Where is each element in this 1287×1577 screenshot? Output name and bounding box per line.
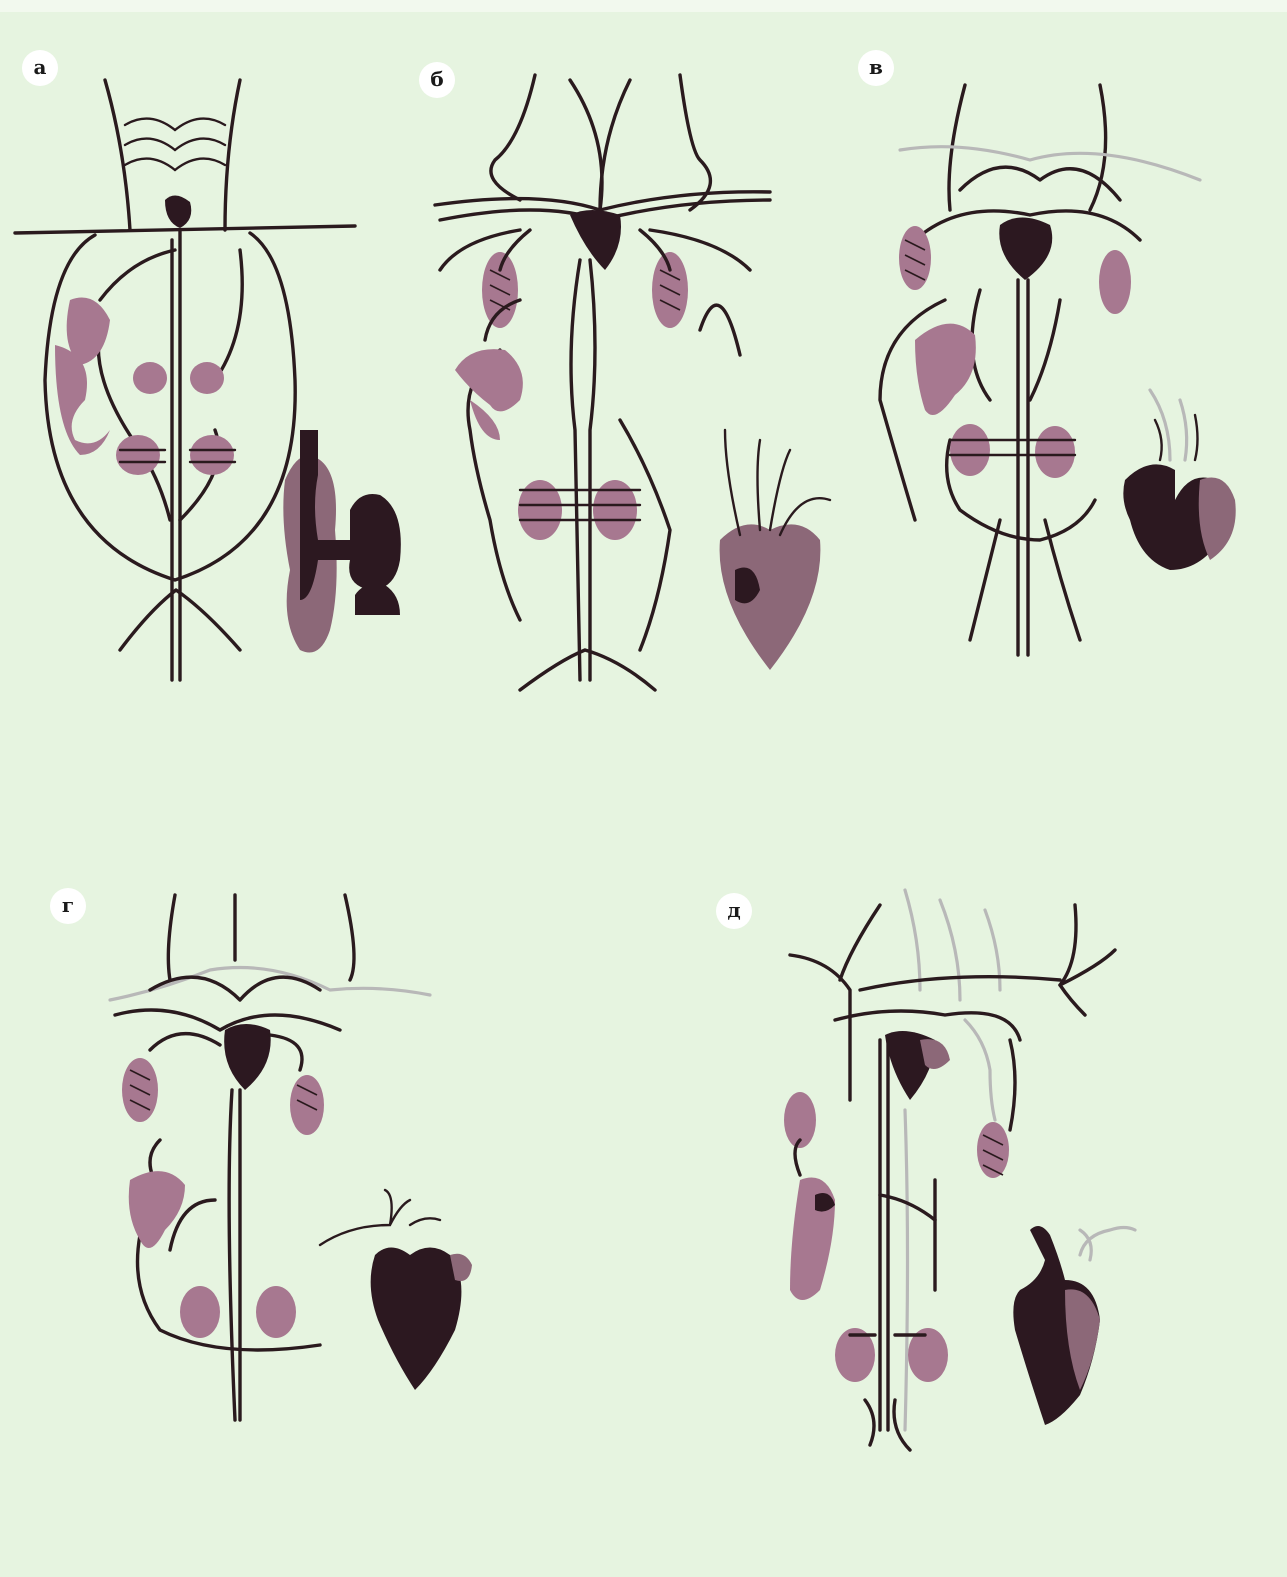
panel-g-kidney-left: [180, 1286, 220, 1338]
panel-g-heart-detail: [320, 1190, 472, 1390]
panel-d-diagram: [784, 890, 1135, 1450]
panel-v-liver: [915, 324, 976, 415]
panel-label-b: б: [419, 62, 455, 98]
panel-b-heart-detail: [720, 430, 830, 670]
panel-v-heart-small: [999, 218, 1052, 281]
panel-label-v: в: [858, 50, 894, 86]
panel-v-kidney-right: [1035, 426, 1075, 478]
panel-a-diagram: [15, 80, 401, 680]
panel-g-heart-small: [224, 1024, 271, 1090]
panel-v-lung-left: [899, 226, 931, 290]
panel-a-gonad-left: [116, 435, 160, 475]
panel-a-heart-detail: [283, 430, 401, 653]
panel-g-diagram: [110, 895, 472, 1420]
panel-a-kidney-left: [133, 362, 167, 394]
panel-b-diagram: [435, 75, 830, 690]
panel-a-heart-small: [165, 195, 191, 228]
panel-label-a: а: [22, 50, 58, 86]
panel-b-heart-small: [570, 210, 621, 270]
panel-g-liver: [129, 1171, 185, 1248]
panel-v-heart-detail: [1123, 390, 1235, 570]
panel-b-liver: [455, 349, 523, 411]
panel-g-kidney-right: [256, 1286, 296, 1338]
panel-v-lung-right: [1099, 250, 1131, 314]
panel-v-diagram: [880, 85, 1236, 655]
panel-label-d: д: [716, 893, 752, 929]
panel-a-kidney-right: [190, 362, 224, 394]
panel-a-gonad-right: [190, 435, 234, 475]
panel-label-g: г: [50, 888, 86, 924]
panel-v-kidney-left: [950, 424, 990, 476]
panel-d-heart-detail: [1013, 1226, 1135, 1425]
